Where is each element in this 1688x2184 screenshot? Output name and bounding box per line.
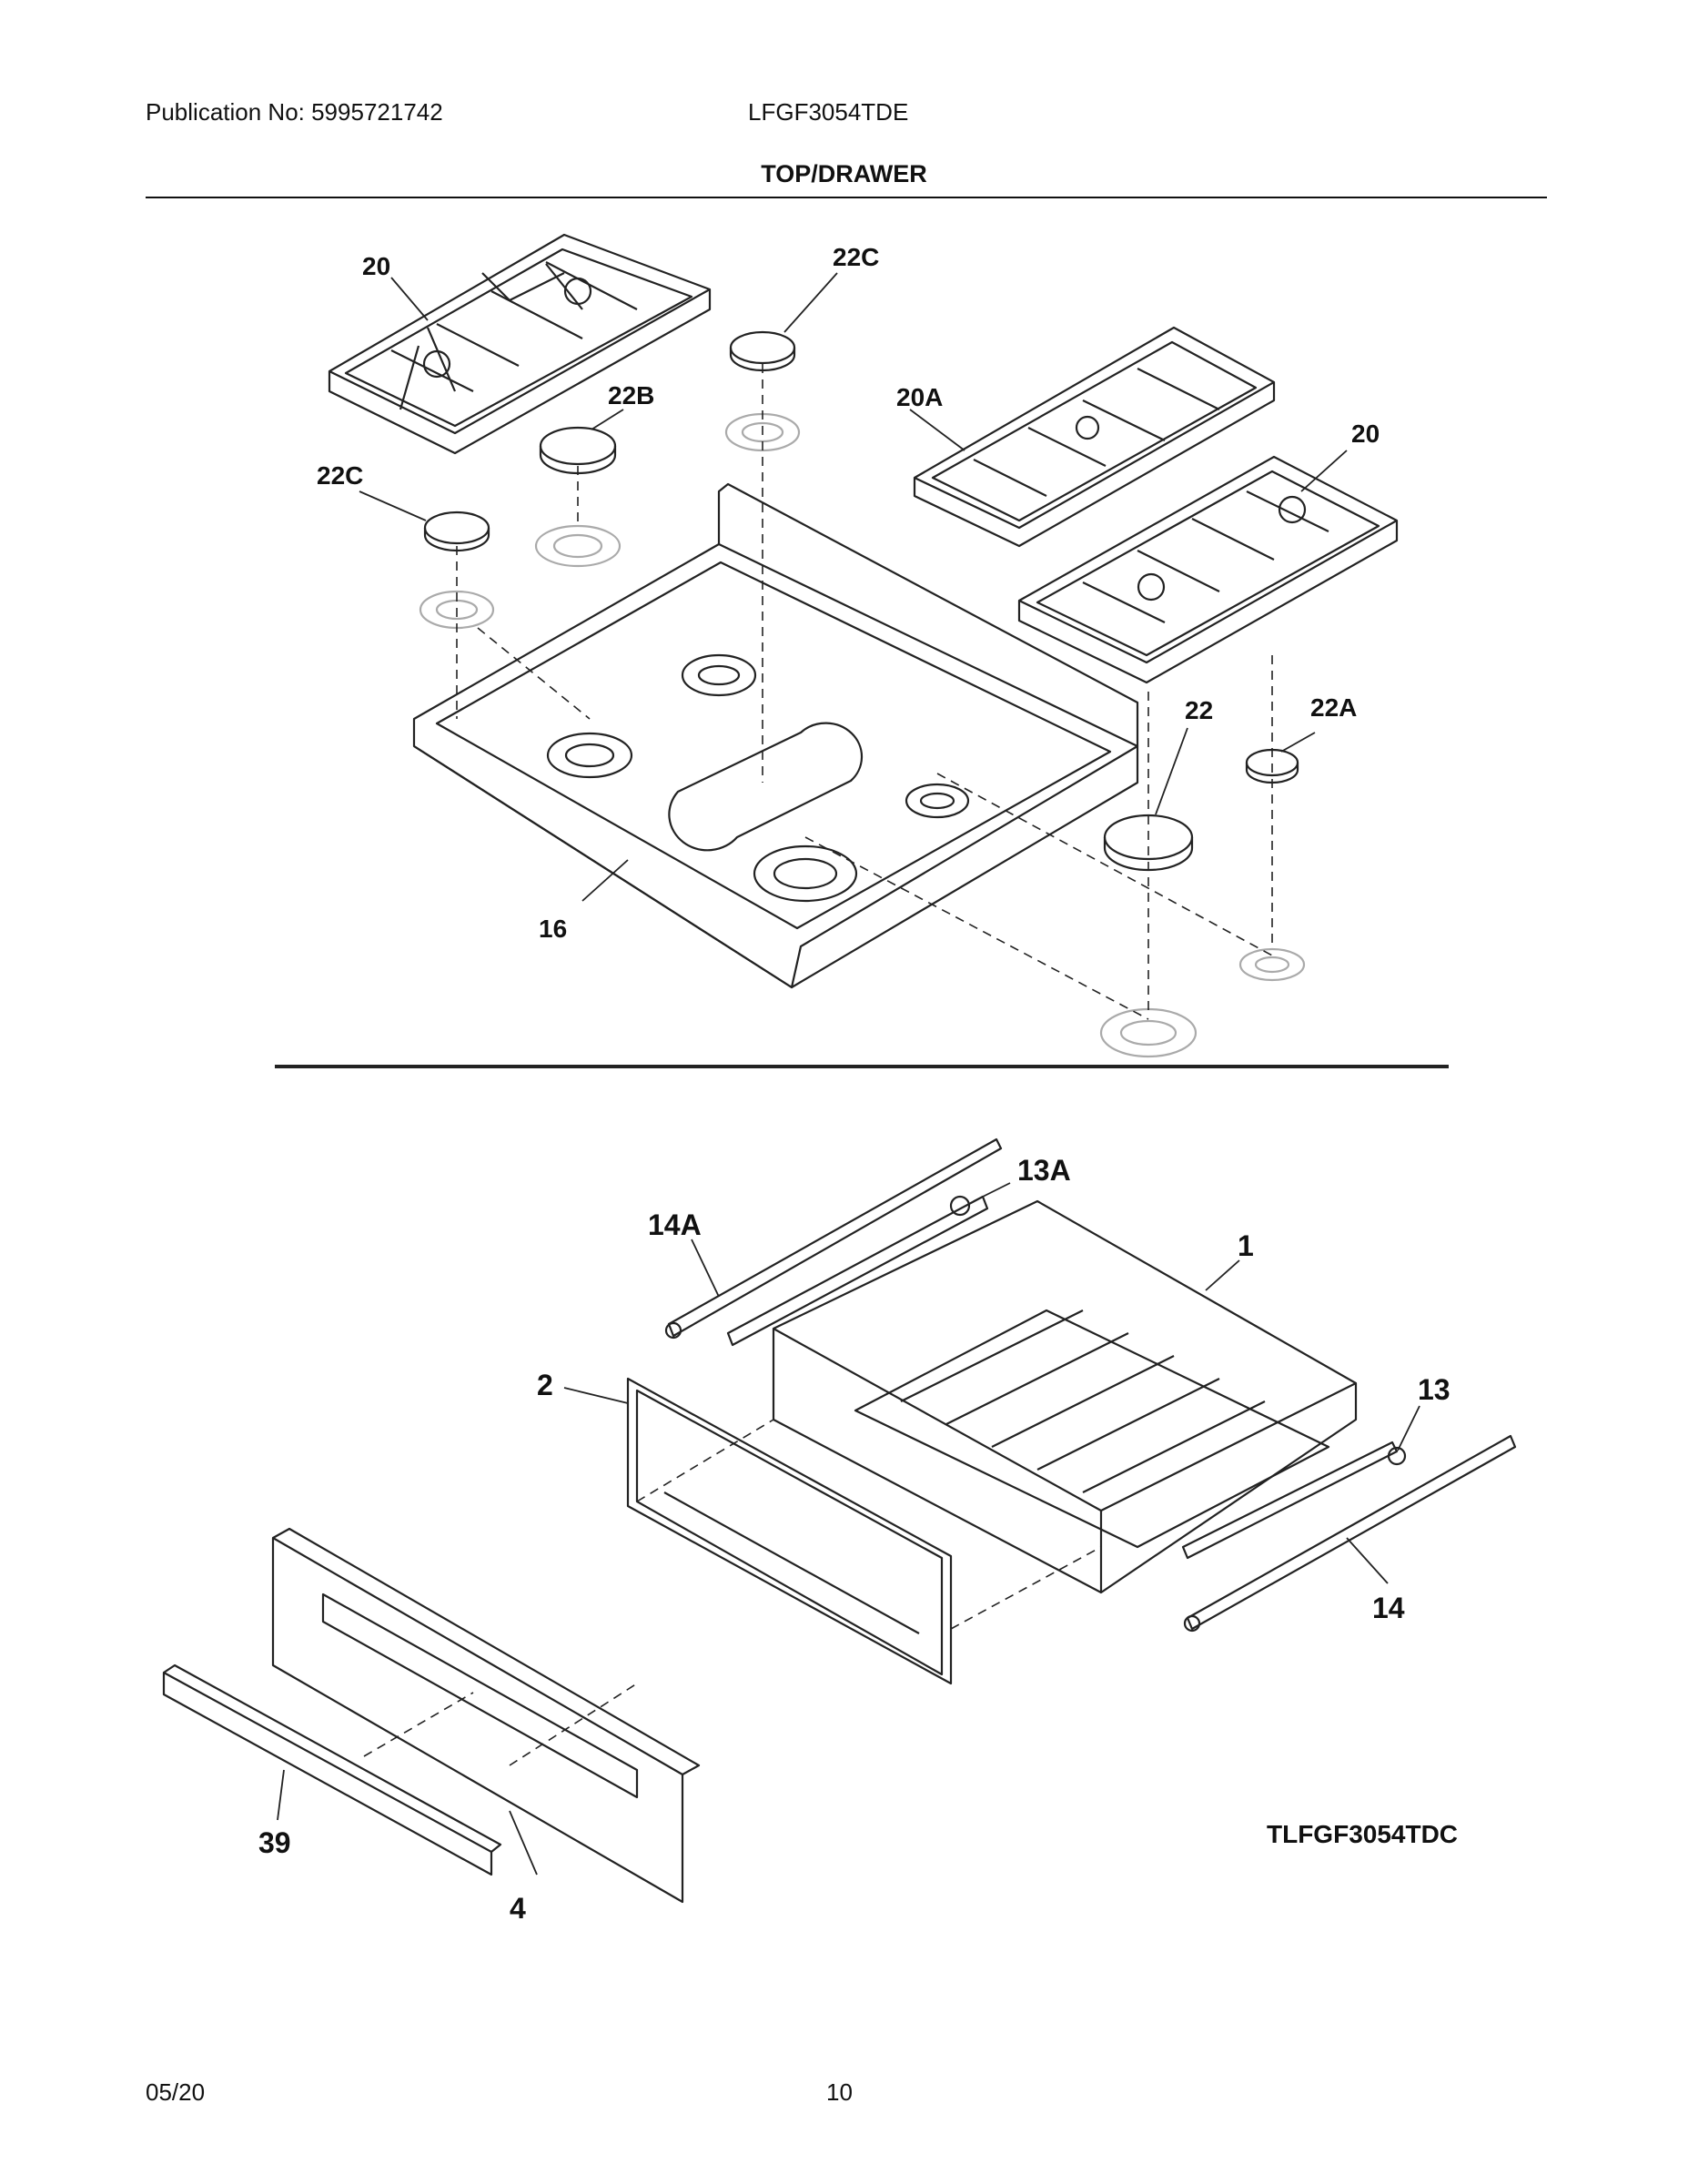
drawer-body <box>772 1199 1358 1594</box>
callout-14a: 14A <box>648 1208 702 1241</box>
left-slide-rail <box>664 1138 1003 1347</box>
callout-16: 16 <box>539 915 567 943</box>
right-grate <box>1017 455 1399 684</box>
drawer-front-frame <box>626 1377 953 1685</box>
callout-4: 4 <box>510 1892 526 1925</box>
callout-13: 13 <box>1418 1373 1450 1406</box>
callout-2: 2 <box>537 1369 553 1401</box>
leader-lines <box>277 272 1420 1876</box>
publication-number: Publication No: 5995721742 <box>146 98 443 126</box>
callout-22b: 22B <box>608 381 654 410</box>
callout-22c-left: 22C <box>317 461 363 490</box>
header-rule <box>146 197 1547 198</box>
left-grate <box>328 233 712 455</box>
guide-lines-top <box>456 364 1273 1020</box>
cooktop <box>412 482 1139 989</box>
footer-date: 05/20 <box>146 2078 206 2106</box>
callout-20-right: 20 <box>1351 420 1380 448</box>
guide-lines-bottom <box>363 1419 1102 1766</box>
callout-22a: 22A <box>1310 693 1357 722</box>
right-slide-rail <box>1181 1434 1517 1633</box>
diagram-code: TLFGF3054TDC <box>1267 1820 1458 1848</box>
callout-1: 1 <box>1238 1229 1254 1262</box>
page-number: 10 <box>826 2078 853 2106</box>
callout-22: 22 <box>1185 696 1213 724</box>
callout-20-left: 20 <box>362 252 390 280</box>
model-number: LFGF3054TDE <box>748 98 909 126</box>
drawer-panel <box>271 1527 701 1904</box>
callout-14: 14 <box>1372 1592 1405 1624</box>
callout-39: 39 <box>258 1826 291 1859</box>
burner-caps <box>423 330 1299 872</box>
callout-20a: 20A <box>896 383 943 411</box>
center-right-grate <box>913 326 1276 548</box>
section-title: TOP/DRAWER <box>761 160 927 187</box>
section-divider <box>275 1065 1449 1068</box>
callout-13a: 13A <box>1017 1154 1071 1187</box>
drawer-handle <box>162 1663 502 1876</box>
callout-22c-top: 22C <box>833 243 879 271</box>
